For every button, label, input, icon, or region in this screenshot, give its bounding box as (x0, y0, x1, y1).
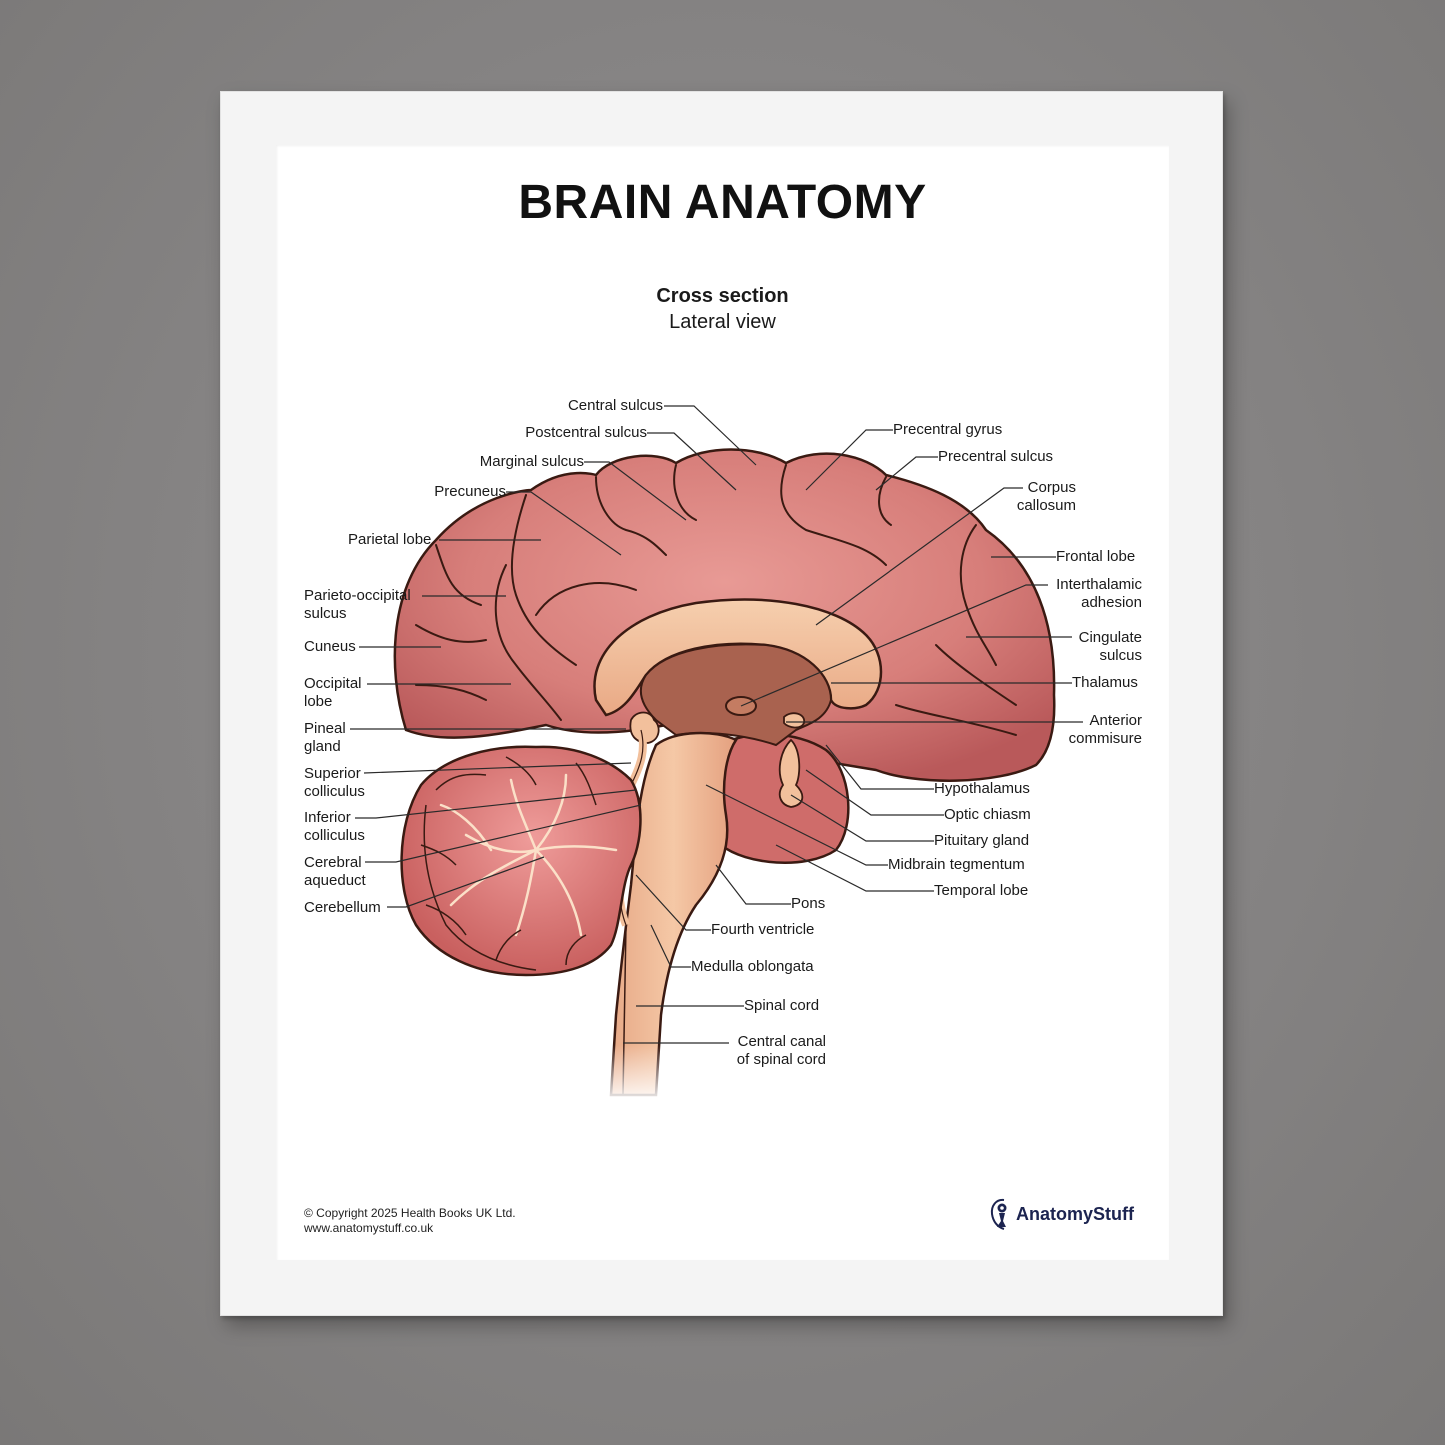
poster-view: Lateral view (669, 311, 776, 333)
website-link[interactable]: www.anatomystuff.co.uk (304, 1221, 434, 1235)
poster-title: BRAIN ANATOMY (518, 176, 927, 229)
label-precentral-gyrus: Precentral gyrus (893, 421, 1003, 438)
copyright-text: © Copyright 2025 Health Books UK Ltd. (304, 1206, 516, 1220)
cerebellum-shape (400, 745, 642, 977)
picture-frame: BRAIN ANATOMY Cross section Lateral view (220, 91, 1223, 1316)
label-pineal-gland: Pineal gland (304, 720, 346, 755)
label-marginal-sulcus: Marginal sulcus (479, 453, 584, 470)
label-corpus-callosum: Corpus callosum (1016, 479, 1076, 514)
label-fourth-ventricle: Fourth ventricle (711, 921, 815, 938)
label-midbrain-tegmentum: Midbrain tegmentum (888, 856, 1025, 873)
label-anterior-commisure: Anterior commisure (1068, 712, 1142, 747)
label-cingulate-sulcus: Cingulate sulcus (1078, 629, 1142, 664)
label-cuneus: Cuneus (304, 638, 356, 655)
label-pons: Pons (791, 895, 826, 912)
label-cerebral-aqueduct: Cerebral aqueduct (304, 854, 366, 889)
label-central-sulcus: Central sulcus (567, 397, 663, 414)
label-parieto-occipital-sulcus: Parieto-occipital sulcus (304, 587, 411, 622)
poster: BRAIN ANATOMY Cross section Lateral view (276, 145, 1169, 1260)
label-spinal-cord: Spinal cord (744, 997, 820, 1014)
label-frontal-lobe: Frontal lobe (1056, 548, 1136, 565)
label-precuneus: Precuneus (434, 483, 506, 500)
brand-name: AnatomyStuff (1016, 1203, 1134, 1224)
label-cerebellum: Cerebellum (304, 899, 381, 916)
label-interthalamic-adhesion: Interthalamic adhesion (1056, 576, 1142, 611)
brand-head-icon (990, 1198, 1007, 1230)
label-optic-chiasm: Optic chiasm (944, 806, 1031, 823)
label-hypothalamus: Hypothalamus (934, 780, 1030, 797)
label-temporal-lobe: Temporal lobe (934, 882, 1029, 899)
copyright-block: © Copyright 2025 Health Books UK Ltd. ww… (304, 1206, 516, 1236)
label-occipital-lobe: Occipital lobe (304, 675, 362, 710)
poster-subtitle: Cross section (656, 285, 789, 307)
label-parietal-lobe: Parietal lobe (348, 531, 432, 548)
brand-logo: AnatomyStuff (988, 1197, 1134, 1231)
label-medulla-oblongata: Medulla oblongata (691, 958, 814, 975)
label-superior-colliculus: Superior colliculus (304, 765, 365, 800)
brainstem-shape (609, 731, 738, 1097)
brain-illustration (350, 405, 1083, 1105)
label-postcentral-sulcus: Postcentral sulcus (525, 424, 647, 441)
label-thalamus: Thalamus (1072, 674, 1138, 691)
label-precentral-sulcus: Precentral sulcus (938, 448, 1054, 465)
label-inferior-colliculus: Inferior colliculus (304, 809, 365, 844)
label-pituitary-gland: Pituitary gland (934, 832, 1030, 849)
label-central-canal: Central canal of spinal cord (736, 1033, 826, 1068)
leader-lines (350, 405, 1083, 1044)
